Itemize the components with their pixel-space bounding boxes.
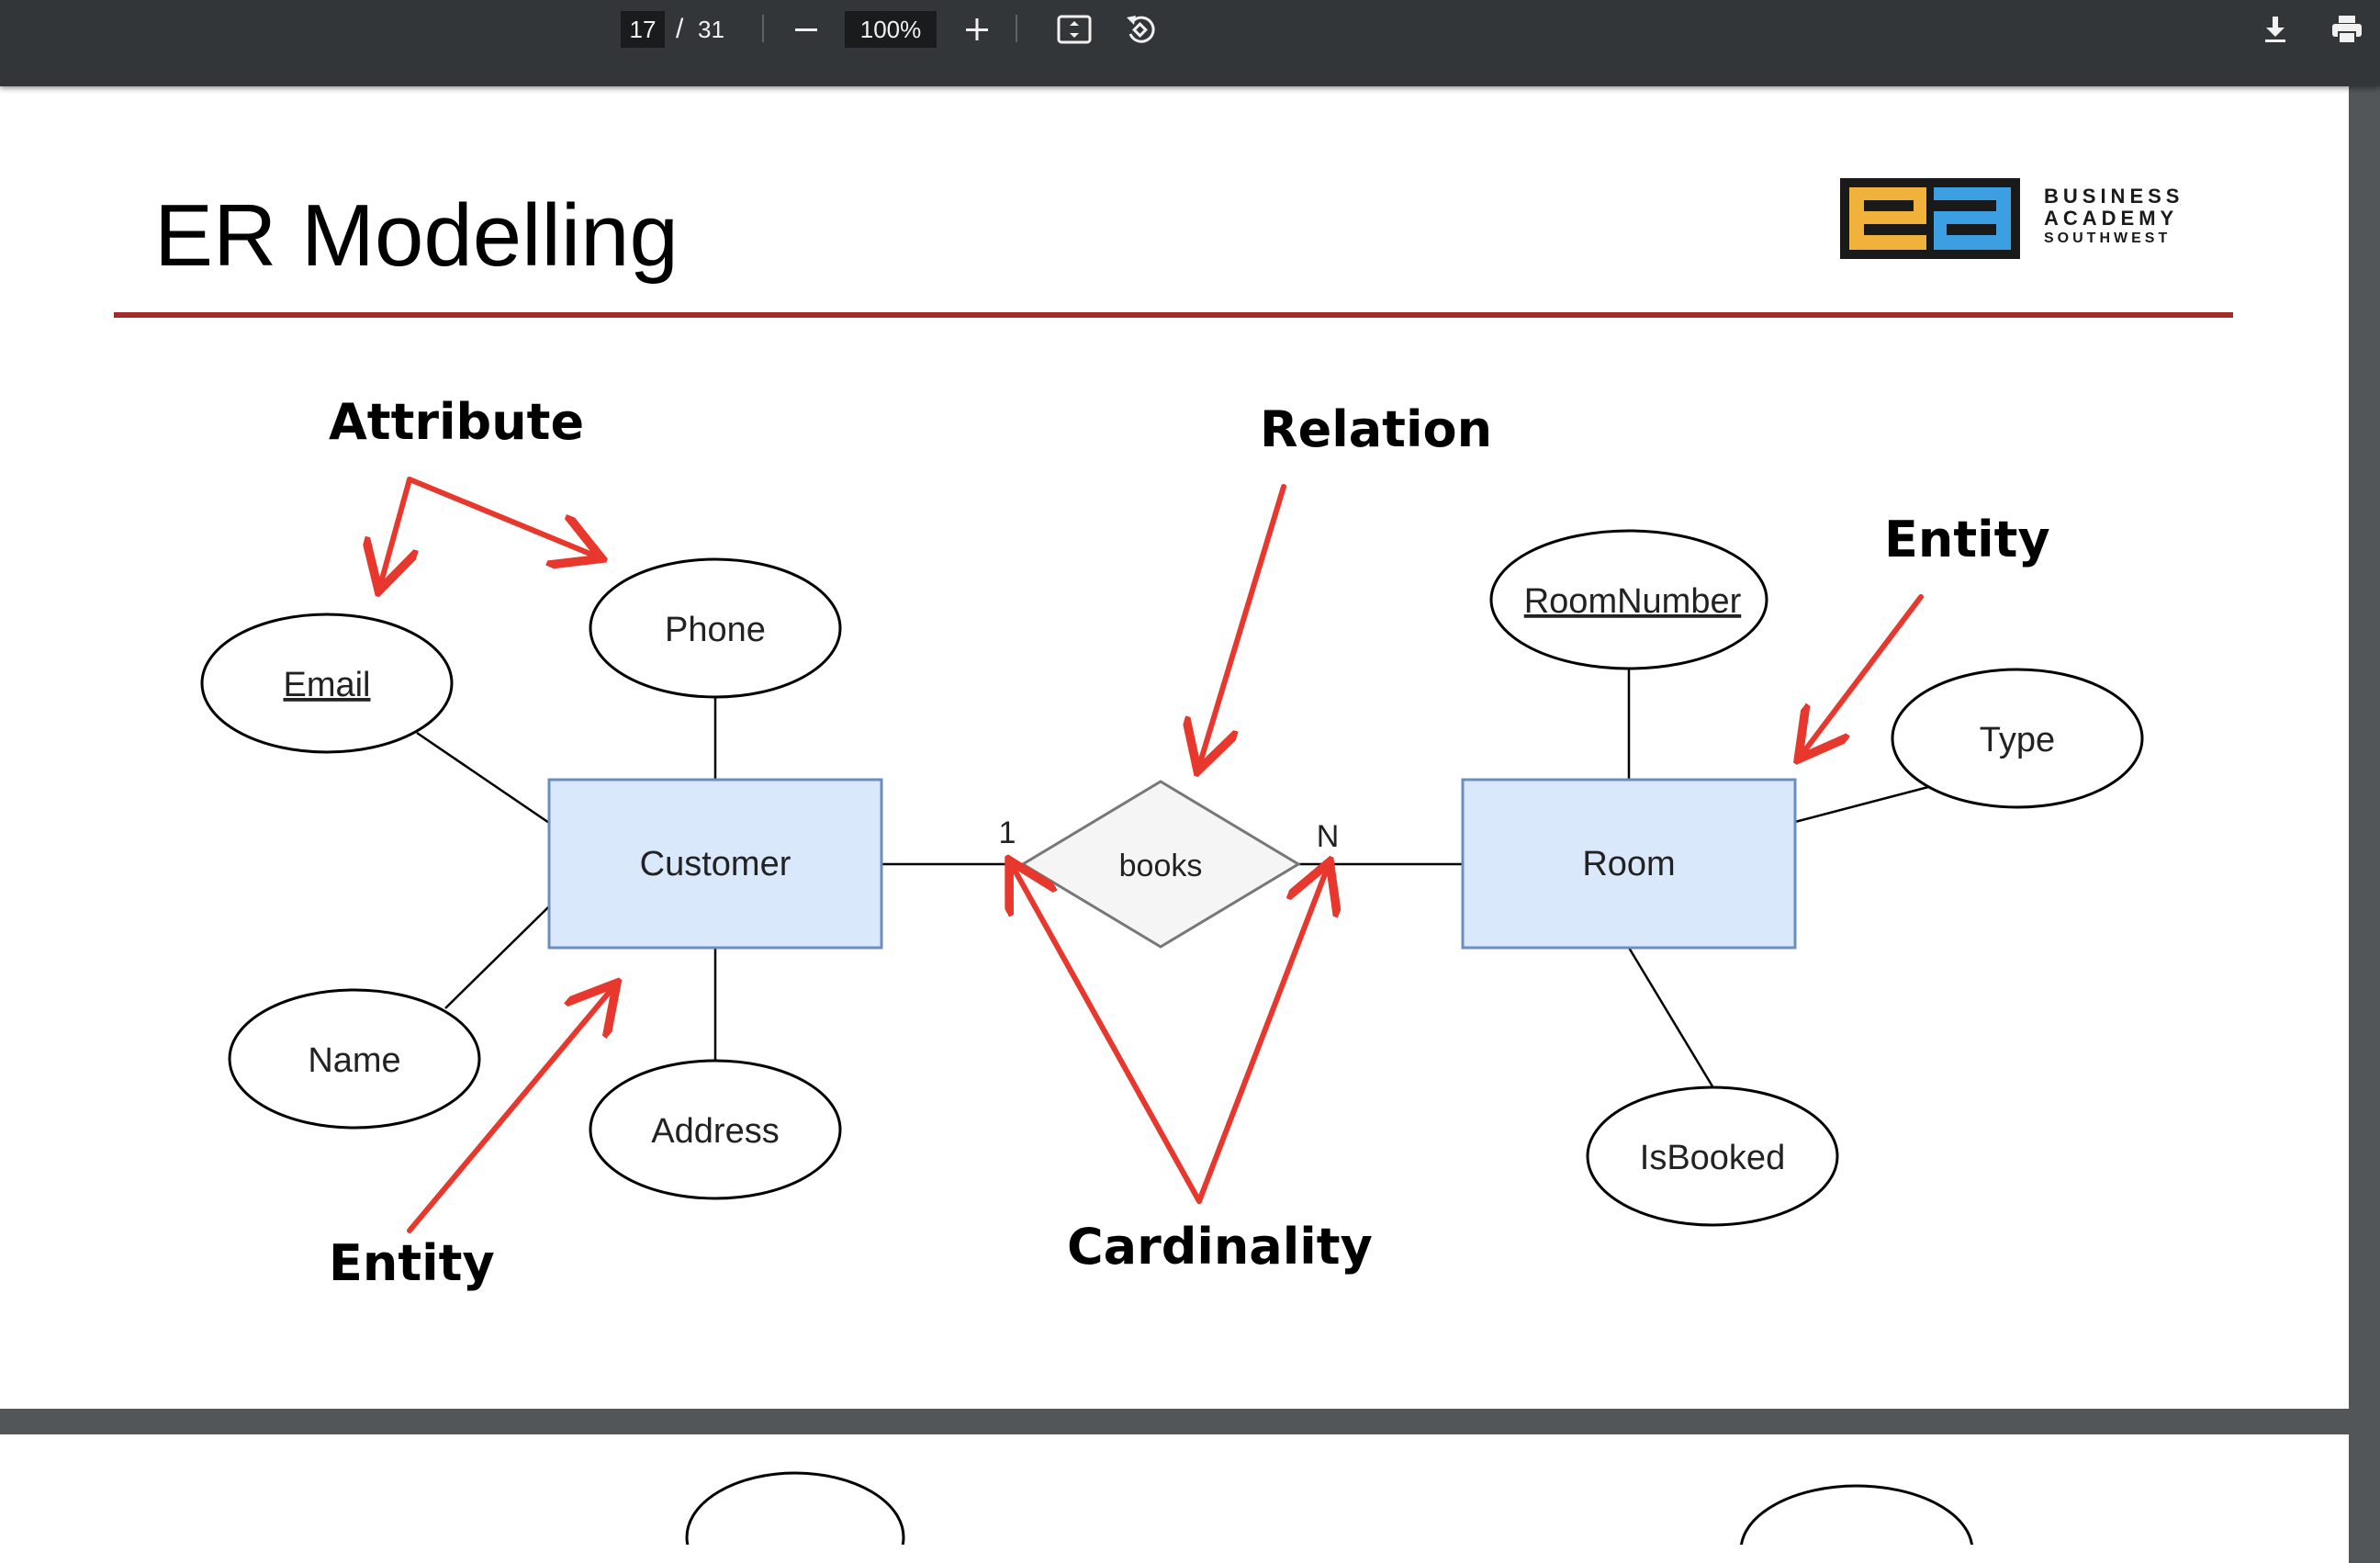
- logo-line-2: ACADEMY: [2044, 207, 2179, 230]
- annotation-cardinality: Cardinality: [1067, 1218, 1373, 1276]
- relation-books-label: books: [1119, 849, 1203, 883]
- attribute-roomnumber-label: RoomNumber: [1524, 582, 1742, 621]
- line-name-customer: [444, 905, 550, 1009]
- next-page-preview: [685, 1471, 1974, 1563]
- line-type-room: [1794, 784, 1933, 824]
- logo-text: BUSINESS ACADEMY SOUTHWEST: [2044, 186, 2228, 248]
- attribute-isbooked-label: IsBooked: [1640, 1139, 1785, 1177]
- logo-line-3: SOUTHWEST: [2044, 231, 2172, 246]
- connector-lines: [416, 669, 1933, 1087]
- download-button[interactable]: [2253, 7, 2297, 51]
- print-button[interactable]: [2325, 7, 2369, 51]
- page-total: 31: [698, 16, 724, 43]
- entity-room: [1461, 778, 1797, 950]
- toolbar-divider: [1016, 15, 1017, 42]
- attribute-address-label: Address: [651, 1112, 779, 1151]
- logo-line-1: BUSINESS: [2044, 185, 2184, 208]
- ea-logo-icon: [1849, 187, 2011, 250]
- relation-books: [1020, 780, 1301, 949]
- fit-page-icon: [1057, 15, 1092, 44]
- zoom-out-button[interactable]: [784, 7, 828, 51]
- zoom-in-button[interactable]: [955, 7, 999, 51]
- arrow-cardinality-left: [1012, 865, 1202, 1204]
- arrow-attribute-phone: [407, 477, 597, 557]
- attribute-type: [1891, 668, 2144, 809]
- toolbar-divider: [762, 15, 764, 42]
- attribute-phone-label: Phone: [665, 611, 766, 649]
- entity-room-label: Room: [1582, 845, 1675, 883]
- cardinality-left: 1: [999, 815, 1016, 850]
- attribute-email-label: Email: [283, 666, 370, 704]
- arrow-attribute-email: [380, 477, 410, 586]
- line-isbooked-room: [1627, 947, 1714, 1087]
- plus-icon: [966, 18, 988, 40]
- rotate-icon: [1127, 16, 1155, 43]
- entity-customer-label: Customer: [640, 845, 791, 883]
- entity-customer: [547, 778, 883, 950]
- logo: [1840, 178, 2020, 259]
- page-number-input[interactable]: 17: [621, 11, 665, 48]
- fit-page-button[interactable]: [1052, 7, 1096, 51]
- line-email-customer: [416, 731, 550, 825]
- arrow-entity-customer: [407, 987, 613, 1233]
- annotation-attribute: Attribute: [329, 393, 584, 451]
- title-underline: [114, 312, 2233, 318]
- zoom-level-input[interactable]: 100%: [845, 11, 937, 48]
- rotate-button[interactable]: [1118, 7, 1162, 51]
- cardinality-right: N: [1317, 819, 1340, 854]
- er-diagram: Customer Room books 1 N Email Phone Name…: [200, 393, 2144, 1292]
- arrow-entity-room: [1802, 594, 1924, 755]
- page-separator: /: [676, 14, 684, 44]
- download-icon: [2265, 17, 2285, 42]
- attribute-email: [200, 613, 454, 754]
- annotation-entity-left: Entity: [329, 1234, 495, 1292]
- attribute-name-label: Name: [308, 1041, 400, 1080]
- scrollbar-track[interactable]: [2349, 86, 2380, 1541]
- print-icon: [2332, 16, 2362, 44]
- annotation-entity-right: Entity: [1884, 511, 2050, 568]
- attribute-phone: [589, 557, 842, 699]
- next-pdf-page: [0, 1434, 2349, 1563]
- minus-icon: [795, 28, 817, 31]
- annotation-relation: Relation: [1260, 400, 1492, 458]
- annotation-arrows: [380, 477, 1924, 1233]
- attribute-roomnumber: [1489, 529, 1768, 670]
- attribute-address: [589, 1059, 842, 1200]
- attribute-name: [228, 988, 481, 1130]
- arrow-cardinality-right: [1196, 867, 1328, 1204]
- attribute-isbooked: [1586, 1085, 1839, 1227]
- arrow-relation: [1199, 484, 1286, 766]
- pdf-toolbar: 17 / 31 100%: [0, 0, 2380, 86]
- slide-title: ER Modelling: [154, 186, 679, 285]
- attribute-type-label: Type: [1980, 721, 2055, 759]
